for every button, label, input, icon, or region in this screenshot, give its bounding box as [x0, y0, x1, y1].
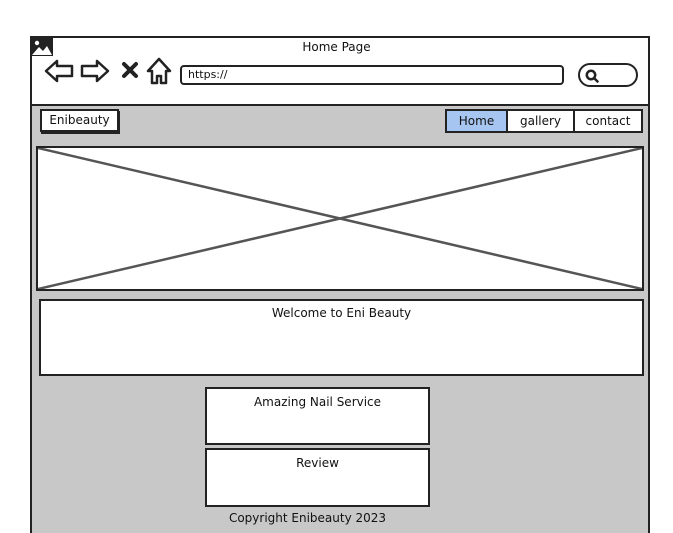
nav-contact[interactable]: contact — [575, 111, 641, 131]
home-icon[interactable] — [146, 57, 172, 85]
close-icon[interactable] — [121, 61, 139, 79]
site-logo[interactable]: Enibeauty — [40, 109, 119, 132]
welcome-section: Welcome to Eni Beauty — [39, 299, 644, 376]
site-nav: Home gallery contact — [445, 109, 643, 133]
service-card[interactable]: Amazing Nail Service — [205, 387, 430, 445]
review-card-title: Review — [296, 456, 339, 470]
search-icon — [585, 68, 599, 87]
review-card[interactable]: Review — [205, 448, 430, 507]
nav-home[interactable]: Home — [447, 111, 508, 131]
welcome-text: Welcome to Eni Beauty — [271, 306, 412, 320]
image-icon — [31, 38, 53, 56]
image-placeholder-cross — [38, 148, 642, 289]
nav-gallery[interactable]: gallery — [508, 111, 575, 131]
browser-search-button[interactable] — [578, 63, 638, 87]
service-card-title: Amazing Nail Service — [253, 395, 382, 409]
forward-arrow-icon[interactable] — [80, 59, 110, 83]
back-arrow-icon[interactable] — [44, 59, 74, 83]
browser-title: Home Page — [302, 40, 371, 54]
url-input[interactable]: https:// — [180, 65, 564, 85]
hero-image-placeholder — [36, 146, 644, 291]
footer-copyright: Copyright Enibeauty 2023 — [228, 511, 387, 525]
